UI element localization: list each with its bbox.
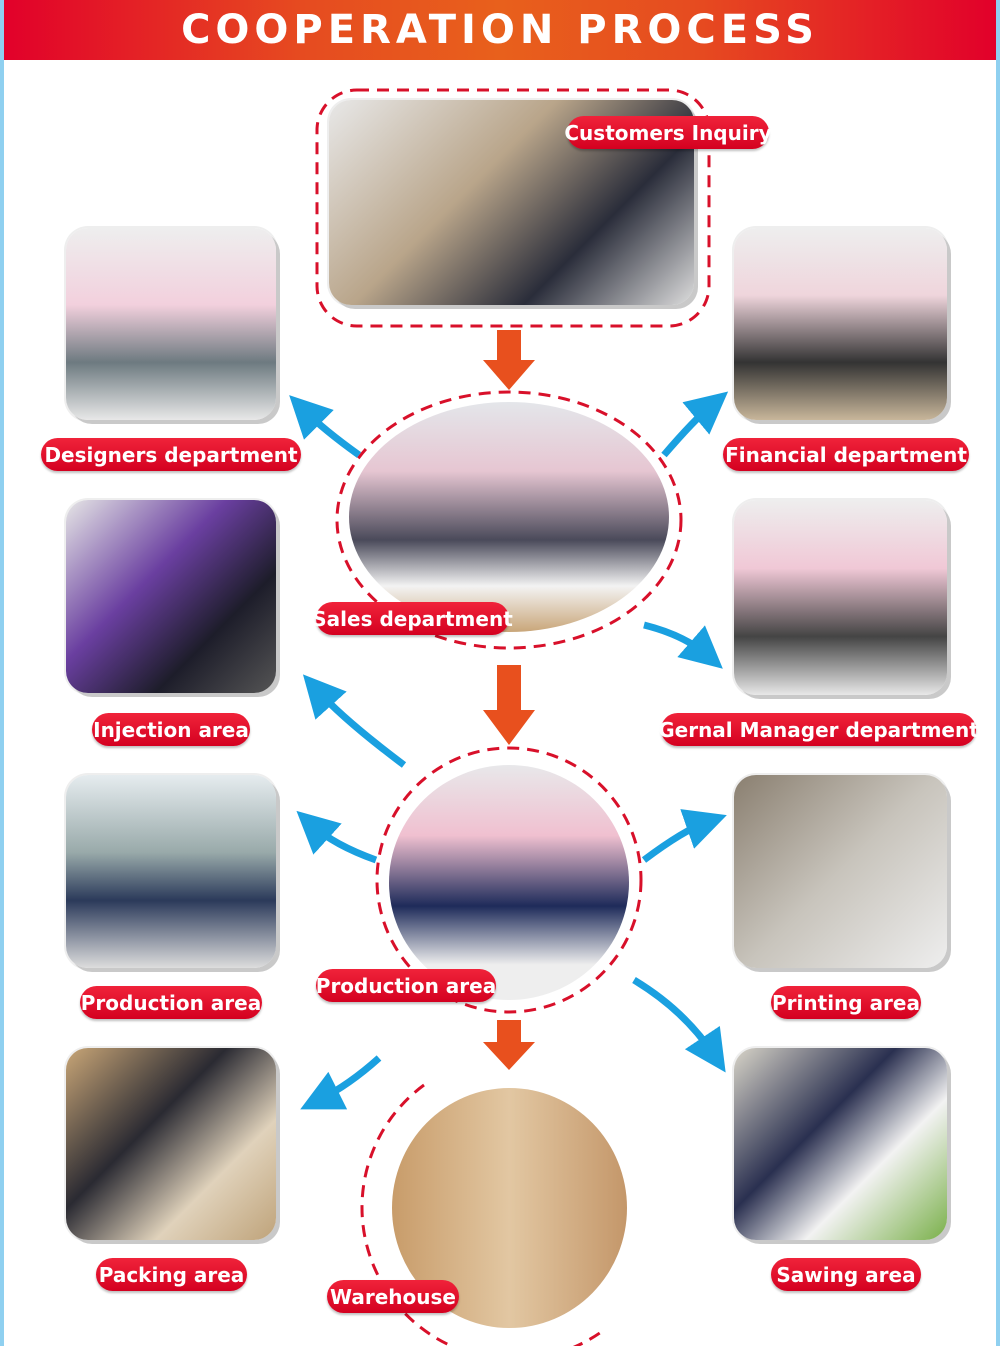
warehouse-label: Warehouse [327, 1280, 459, 1313]
injection-photo [66, 500, 276, 693]
production-area-label: Production area [80, 986, 262, 1019]
production-area-photo [66, 775, 276, 968]
arrow-to-financial [661, 391, 729, 458]
production-team-photo [389, 765, 629, 1000]
financial-department-label: Financial department [723, 438, 969, 471]
connectors-layer [289, 88, 729, 1346]
printing-photo [734, 775, 947, 968]
sawing-photo [734, 1048, 947, 1240]
customers-inquiry-label: Customers Inquiry [564, 116, 772, 149]
arrow-to-production-left [296, 810, 378, 864]
sales-photo [349, 402, 669, 632]
printing-area-label: Printing area [771, 986, 921, 1019]
arrow-to-printing [641, 809, 727, 863]
arrow-to-sawing [632, 976, 726, 1073]
arrow-down-2 [483, 665, 535, 745]
packing-area-label: Packing area [96, 1258, 247, 1291]
manager-photo [734, 500, 947, 695]
page-title: COOPERATION PROCESS [181, 7, 819, 53]
arrow-down-3 [483, 1020, 535, 1070]
sawing-area-label: Sawing area [771, 1258, 921, 1291]
designers-photo [66, 228, 276, 420]
arrow-to-manager [643, 621, 723, 669]
header-banner: COOPERATION PROCESS [4, 0, 996, 60]
production-area-center-label: Production area [316, 969, 496, 1002]
packing-photo [66, 1048, 276, 1240]
production-dashed-frame [375, 746, 643, 1014]
sales-dashed-frame [335, 390, 683, 650]
arrow-down-1 [483, 330, 535, 390]
arrow-to-injection [302, 674, 407, 768]
customers-dashed-frame [315, 88, 711, 328]
general-manager-department-label: Gernal Manager department [658, 713, 979, 746]
injection-area-label: Injection area [92, 713, 250, 746]
financial-photo [734, 228, 947, 420]
designers-department-label: Designers department [41, 438, 301, 471]
arrow-to-packing [300, 1055, 382, 1110]
sales-department-label: Sales department [312, 602, 513, 635]
arrow-to-designers [289, 395, 362, 458]
